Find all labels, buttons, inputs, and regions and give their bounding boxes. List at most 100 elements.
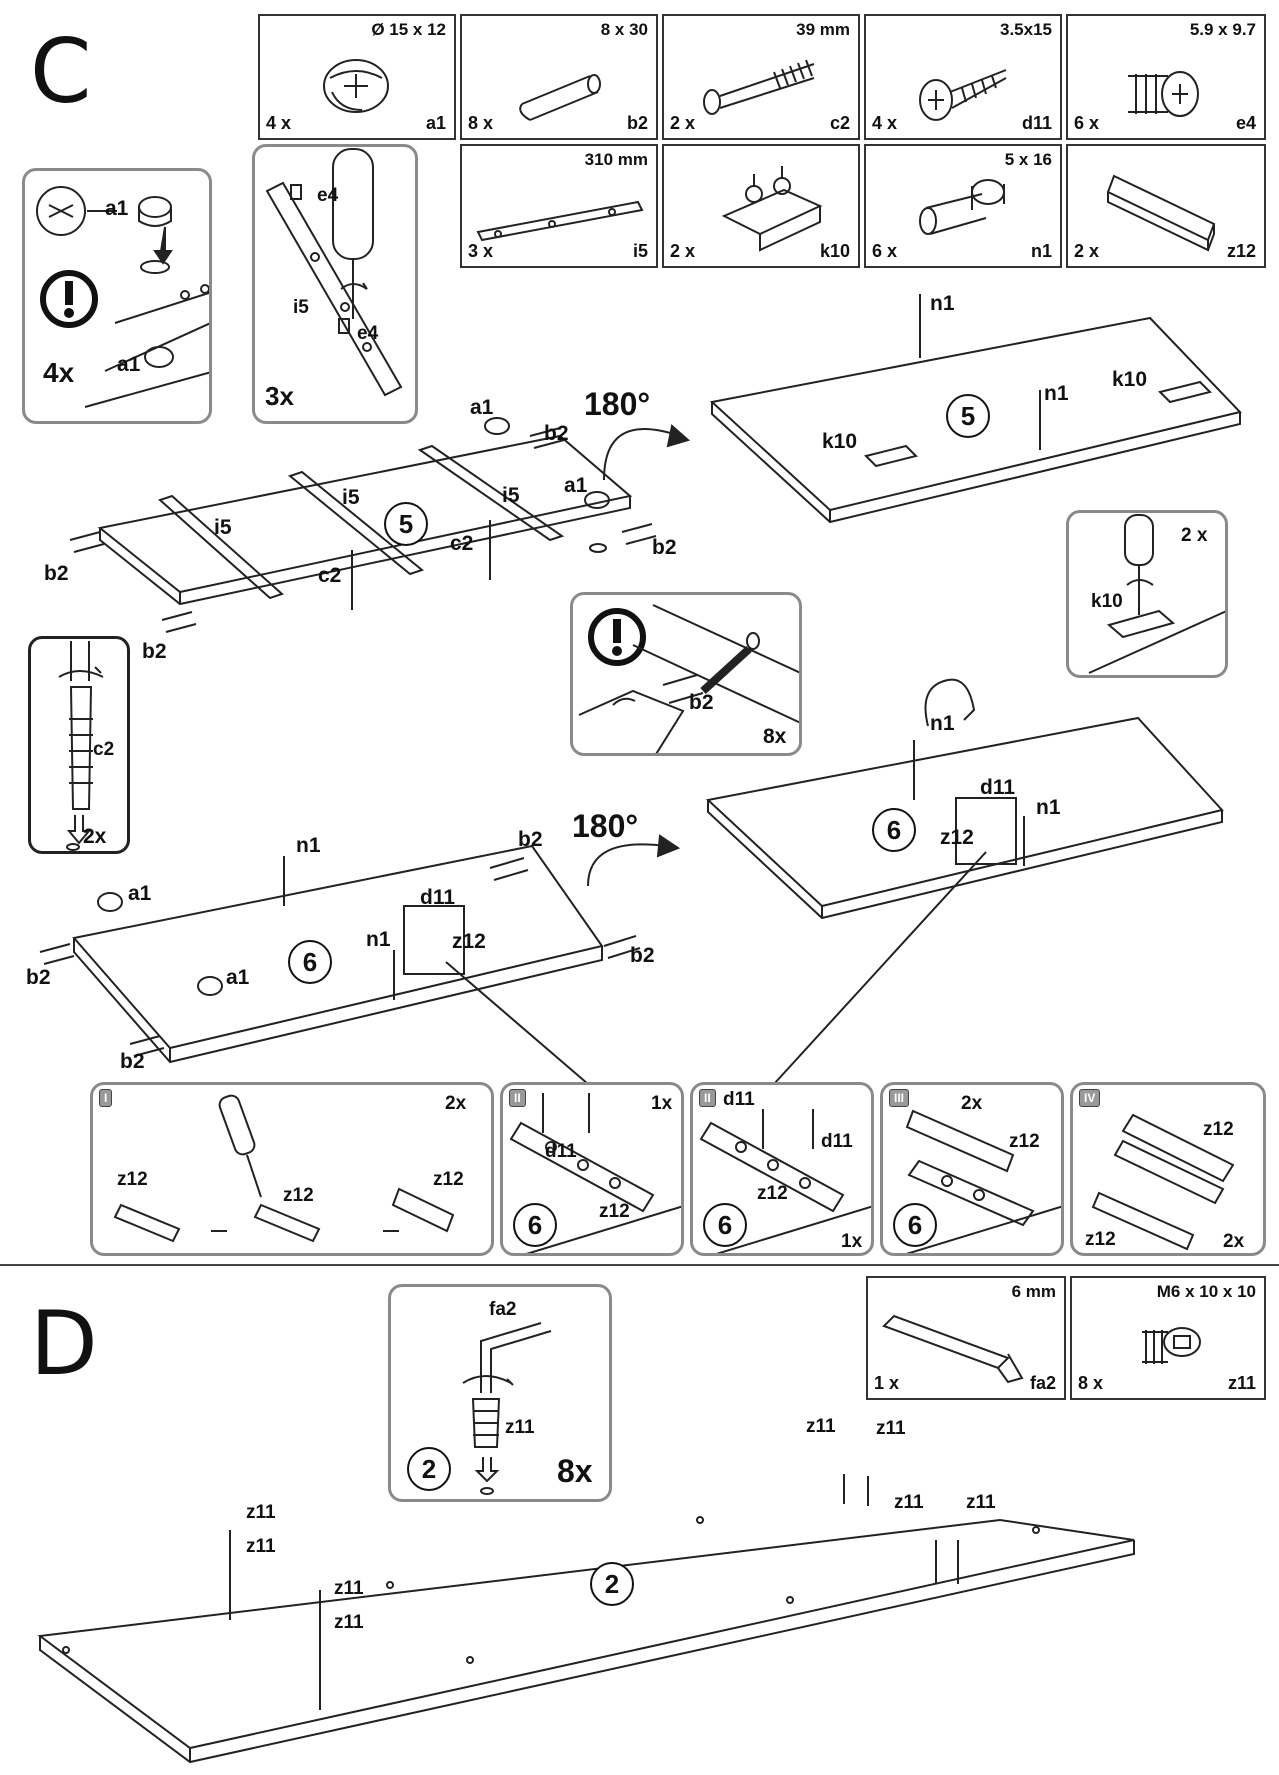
label-i5: i5 [214,516,232,539]
drawer-rail-icon [476,200,644,242]
hardware-code: z11 [1227,1373,1256,1393]
label-z12: z12 [1009,1131,1040,1152]
hardware-box-b2: 8 x 30 8 x b2 [460,14,658,140]
hardware-box-d11: 3.5x15 4 x d11 [864,14,1062,140]
dowel-insertion-icon [578,604,799,753]
hardware-qty: 4 x [872,113,898,133]
hardware-box-k10: 2 x k10 [662,144,860,268]
hardware-size: 3.5x15 [1000,20,1052,39]
label-z11: z11 [894,1492,924,1513]
hardware-code: n1 [1030,241,1052,261]
panel-number-6: 6 [288,940,332,984]
label-z12: z12 [452,930,486,953]
hardware-box-c2: 39 mm 2 x c2 [662,14,860,140]
label-k10: k10 [822,430,858,453]
label-a1: a1 [117,353,141,376]
label-z12: z12 [117,1169,148,1190]
label-b2: b2 [44,562,69,585]
hardware-size: 310 mm [584,150,648,169]
inset-drawer-rail: e4 i5 e4 3x [252,144,418,424]
dowel-icon [519,74,601,121]
count-8x: 8x [763,725,787,748]
label-i5: i5 [293,297,309,318]
hardware-code: b2 [626,113,648,133]
substep-number: II [699,1089,716,1107]
panel-number-5: 5 [946,394,990,438]
hardware-code: a1 [425,113,446,133]
rotate-180-label: 180° [584,386,651,422]
screwdriver-rail-icon [265,148,403,397]
label-b2: b2 [26,966,51,989]
hardware-box-z11: M6 x 10 x 10 8 x z11 [1070,1276,1266,1400]
count-1x: 1x [651,1093,673,1114]
panel-number-5: 5 [384,502,428,546]
label-fa2: fa2 [489,1299,517,1320]
bracket-screw-icon [699,1109,871,1253]
panel-number-6: 6 [893,1203,937,1247]
screwdriver-hinge-icon [1088,514,1225,674]
panel-number-2: 2 [590,1562,634,1606]
substep-number: II [509,1089,526,1107]
inset-dowel: b2 8x [570,592,802,756]
label-e4: e4 [357,323,379,344]
euro-screw-icon [1128,71,1199,117]
label-d11: d11 [420,886,456,909]
label-b2: b2 [120,1050,145,1073]
hardware-size: 39 mm [796,20,850,39]
hardware-qty: 2 x [670,113,696,133]
shelf-pin-icon [919,179,1005,235]
label-c2: c2 [318,564,342,587]
label-z11: z11 [966,1492,996,1513]
hardware-qty: 3 x [468,241,494,261]
label-z12: z12 [283,1185,314,1206]
label-z11: z11 [876,1418,906,1439]
substep-i: I 2x z12 z12 z12 [90,1082,494,1256]
hardware-code: c2 [829,113,850,133]
hardware-box-i5: 310 mm 3 x i5 [460,144,658,268]
hardware-box-z12: 2 x z12 [1066,144,1266,268]
soft-close-damper-icon [1106,174,1216,252]
hardware-box-a1: Ø 15 x 12 4 x a1 [258,14,456,140]
label-n1: n1 [296,834,321,857]
label-z11: z11 [806,1416,836,1437]
section-letter-d: D [30,1292,98,1395]
label-i5: i5 [502,484,520,507]
count-2x: 2x [961,1093,983,1114]
allen-key-icon [882,1314,1024,1384]
hardware-box-n1: 5 x 16 6 x n1 [864,144,1062,268]
cam-lock-icon [323,59,389,113]
hardware-qty: 8 x [1078,1373,1104,1393]
hardware-code: i5 [632,241,648,261]
count-2x: 2 x [1181,525,1208,546]
panel-number-6: 6 [513,1203,557,1247]
wood-screw-icon [919,69,1007,121]
damper-attach-icon [905,1109,1061,1253]
hardware-code: d11 [1021,113,1052,133]
label-d11: d11 [723,1089,755,1110]
hardware-box-fa2: 6 mm 1 x fa2 [866,1276,1066,1400]
label-i5: i5 [342,486,360,509]
label-k10: k10 [1112,368,1148,391]
quantity-3x: 3x [265,381,294,411]
label-d11: d11 [980,776,1016,799]
label-b2: b2 [630,944,655,967]
hardware-qty: 2 x [670,241,696,261]
label-e4: e4 [317,185,339,206]
label-z11: z11 [246,1536,276,1557]
hardware-qty: 6 x [1074,113,1100,133]
label-z11: z11 [246,1502,276,1523]
label-b2: b2 [518,828,543,851]
hardware-size: 5.9 x 9.7 [1189,20,1256,39]
hardware-box-e4: 5.9 x 9.7 6 x e4 [1066,14,1266,140]
hardware-size: M6 x 10 x 10 [1156,1282,1256,1301]
panel-number-6: 6 [872,808,916,852]
substep-number: IV [1079,1089,1101,1107]
label-a1: a1 [564,474,588,497]
label-a1: a1 [128,882,152,905]
hardware-qty: 1 x [874,1373,900,1393]
hardware-code: e4 [1235,113,1256,133]
count-2x: 2x [83,825,107,848]
label-d11: d11 [545,1141,577,1162]
hardware-size: 6 mm [1011,1282,1056,1301]
